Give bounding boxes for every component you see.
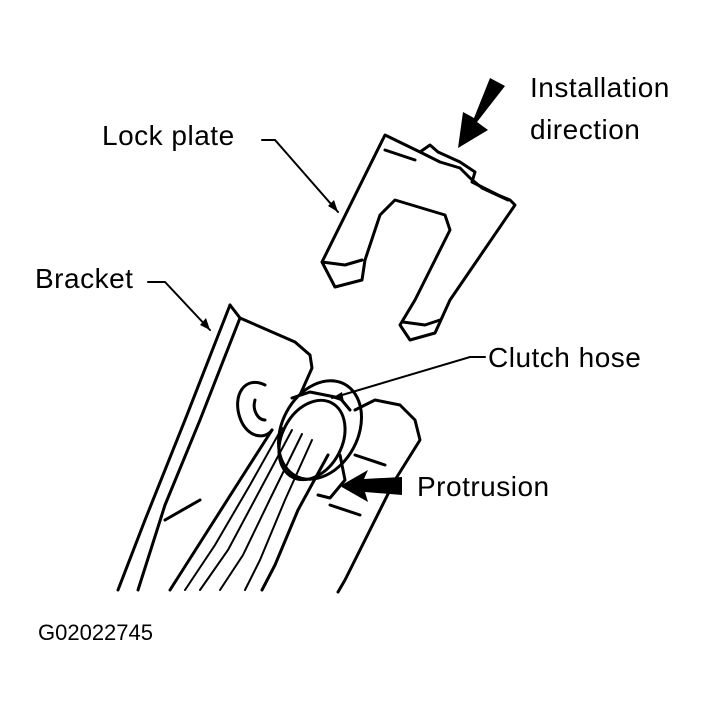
protrusion-arrow xyxy=(340,470,402,502)
lock-plate xyxy=(320,133,517,342)
lock-plate-label: Lock plate xyxy=(102,120,235,151)
bracket-label: Bracket xyxy=(35,263,134,294)
clutch-hose-label: Clutch hose xyxy=(488,342,642,373)
leader-lines xyxy=(147,139,486,402)
installation-direction-label-line1: Installation xyxy=(530,72,670,103)
bracket xyxy=(116,303,422,594)
installation-direction-arrow xyxy=(458,78,505,148)
clutch-hose xyxy=(168,427,330,592)
lock-plate-leader xyxy=(261,139,339,213)
installation-direction-label-line2: direction xyxy=(530,114,641,145)
protrusion-label: Protrusion xyxy=(417,471,550,502)
bracket-eye xyxy=(236,380,274,438)
figure-code: G02022745 xyxy=(38,620,153,645)
bracket-leader xyxy=(147,281,211,331)
clutch-hose-fitting xyxy=(277,379,363,500)
clutch-hose-leader xyxy=(331,356,486,399)
